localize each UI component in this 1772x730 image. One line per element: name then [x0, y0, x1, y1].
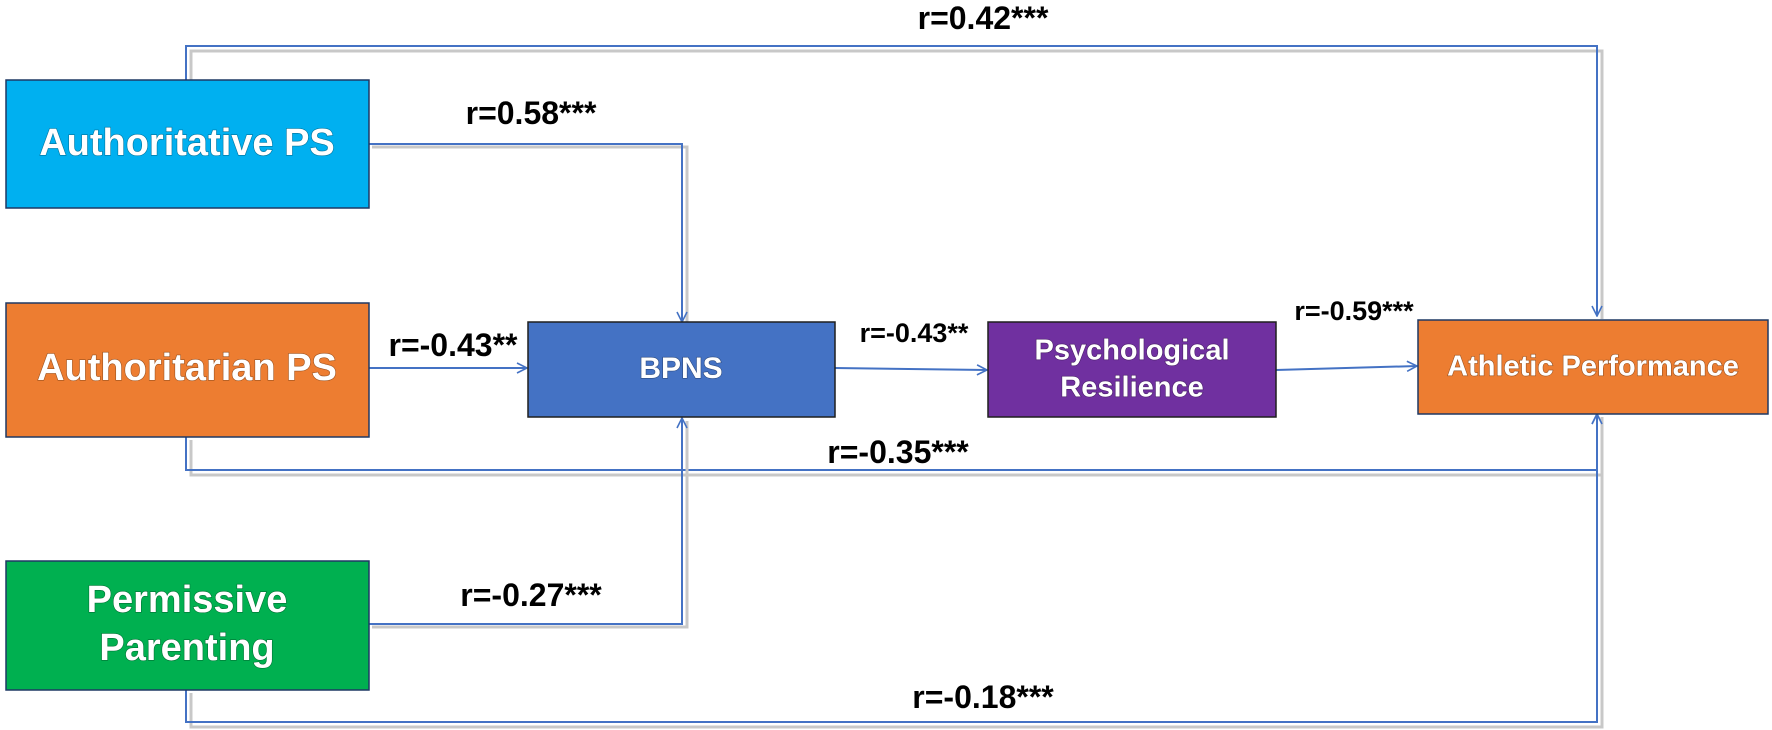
node-psychological-resilience: Psychological Resilience: [987, 321, 1277, 418]
node-permissive-parenting-label-line2: Parenting: [99, 627, 274, 669]
node-permissive-parenting-label-line1: Permissive: [87, 579, 288, 621]
edge-permissive-athletic: [185, 414, 1597, 723]
label-authoritarian-athletic: r=-0.35***: [827, 434, 969, 470]
label-bpns-resilience: r=-0.43**: [860, 318, 969, 348]
edge-permissive-bpns: [369, 418, 682, 625]
label-permissive-athletic: r=-0.18***: [912, 679, 1054, 715]
node-psychological-resilience-box: [987, 321, 1277, 418]
node-authoritarian-ps: Authoritarian PS: [5, 302, 370, 438]
node-psychological-resilience-label-line1: Psychological: [1034, 335, 1229, 367]
edge-bpns-resilience: [834, 368, 987, 370]
node-permissive-parenting: Permissive Parenting: [5, 560, 370, 691]
node-athletic-performance-label: Athletic Performance: [1447, 351, 1739, 383]
node-bpns-box: [527, 321, 836, 418]
node-authoritative-ps-label: Authoritative PS: [39, 122, 335, 164]
node-authoritative-ps: Authoritative PS: [5, 79, 370, 209]
node-psychological-resilience-label-line2: Resilience: [1060, 372, 1203, 404]
label-authoritative-athletic: r=0.42***: [918, 0, 1049, 36]
edge-resilience-athletic: [1275, 366, 1417, 370]
connectors: [185, 45, 1604, 729]
node-athletic-performance-box: [1417, 319, 1769, 415]
edge-labels: r=0.42*** r=0.58*** r=-0.43** r=-0.43** …: [389, 0, 1415, 715]
node-authoritative-ps-box: [5, 79, 370, 209]
node-bpns: BPNS: [527, 321, 836, 418]
node-bpns-label: BPNS: [639, 352, 722, 385]
node-permissive-parenting-box: [5, 560, 370, 691]
node-athletic-performance: Athletic Performance: [1417, 319, 1769, 415]
label-resilience-athletic: r=-0.59***: [1294, 296, 1414, 326]
label-authoritarian-bpns: r=-0.43**: [389, 327, 519, 363]
edge-authoritative-athletic: [185, 45, 1597, 316]
label-authoritative-bpns: r=0.58***: [466, 95, 597, 131]
node-authoritarian-ps-box: [5, 302, 370, 438]
edge-authoritative-bpns: [369, 143, 682, 322]
node-authoritarian-ps-label: Authoritarian PS: [37, 347, 337, 389]
label-permissive-bpns: r=-0.27***: [460, 577, 602, 613]
